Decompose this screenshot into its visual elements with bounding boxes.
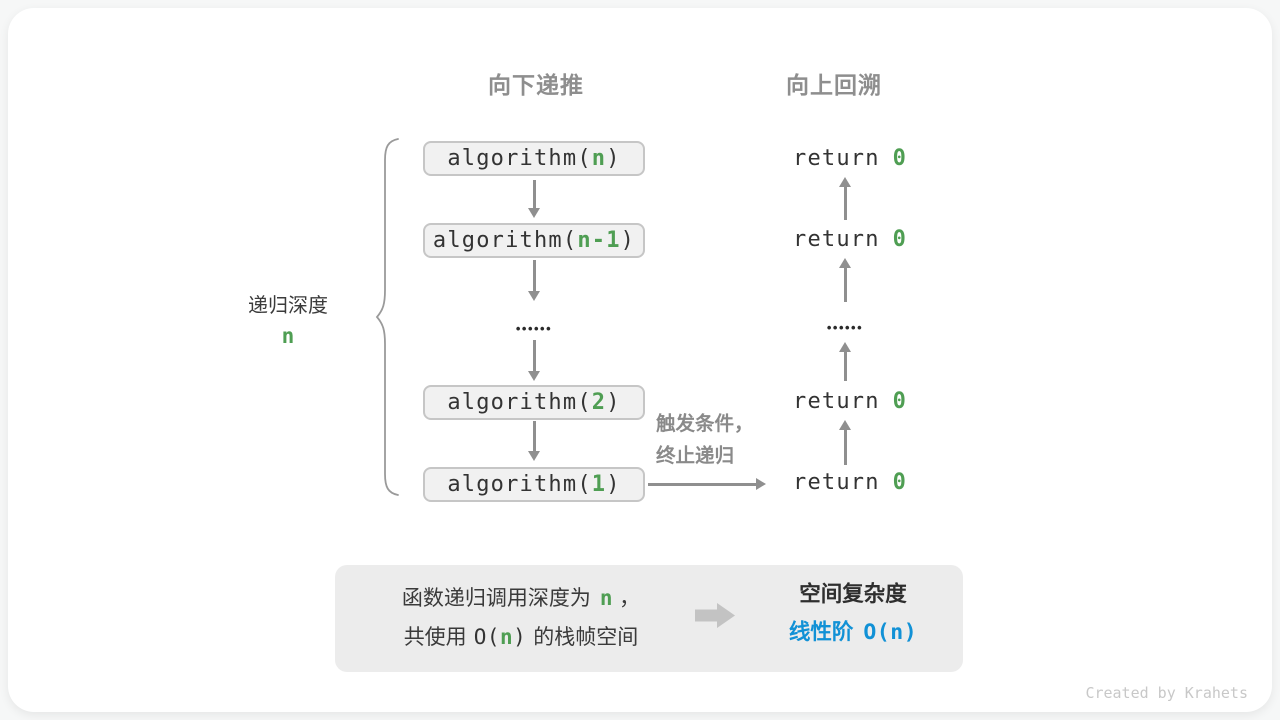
arrow-down-icon — [528, 180, 540, 218]
header-descend: 向下递推 — [488, 72, 584, 98]
ellipsis-right: •••••• — [826, 320, 864, 335]
trigger-note-line2: 终止递归 — [656, 445, 735, 467]
arrow-down-icon — [528, 340, 540, 381]
ellipsis-left: •••••• — [515, 321, 553, 336]
call-frame-box-2: algorithm(2) — [423, 385, 645, 420]
call-frame-code: algorithm(n-1) — [432, 228, 636, 253]
trigger-note-line1: 触发条件， — [656, 413, 754, 435]
call-frame-code: algorithm(1) — [447, 472, 621, 497]
arrow-right-icon — [648, 478, 766, 490]
arrow-up-icon — [839, 258, 851, 302]
block-arrow-right-icon — [695, 603, 735, 628]
arrow-up-icon — [839, 177, 851, 220]
call-frame-box-n-1: algorithm(n-1) — [423, 223, 645, 258]
arrow-up-icon — [839, 342, 851, 381]
result-title: 空间复杂度 — [799, 582, 907, 606]
arrow-up-icon — [839, 420, 851, 465]
trigger-note: 触发条件， 终止递归 — [656, 408, 754, 472]
depth-value: n — [281, 324, 295, 348]
credit-text: Created by Krahets — [1085, 684, 1248, 702]
depth-brace — [375, 138, 399, 496]
call-frame-code: algorithm(n) — [447, 146, 621, 171]
call-frame-code: algorithm(2) — [447, 390, 621, 415]
call-frame-box-1: algorithm(1) — [423, 467, 645, 502]
arrow-down-icon — [528, 421, 540, 461]
diagram-card: 向下递推 向上回溯 递归深度 n algorithm(n) algorithm(… — [8, 8, 1272, 712]
header-backtrack: 向上回溯 — [786, 72, 882, 98]
call-frame-box-n: algorithm(n) — [423, 141, 645, 176]
depth-label: 递归深度 — [248, 295, 328, 317]
arrow-down-icon — [528, 260, 540, 301]
